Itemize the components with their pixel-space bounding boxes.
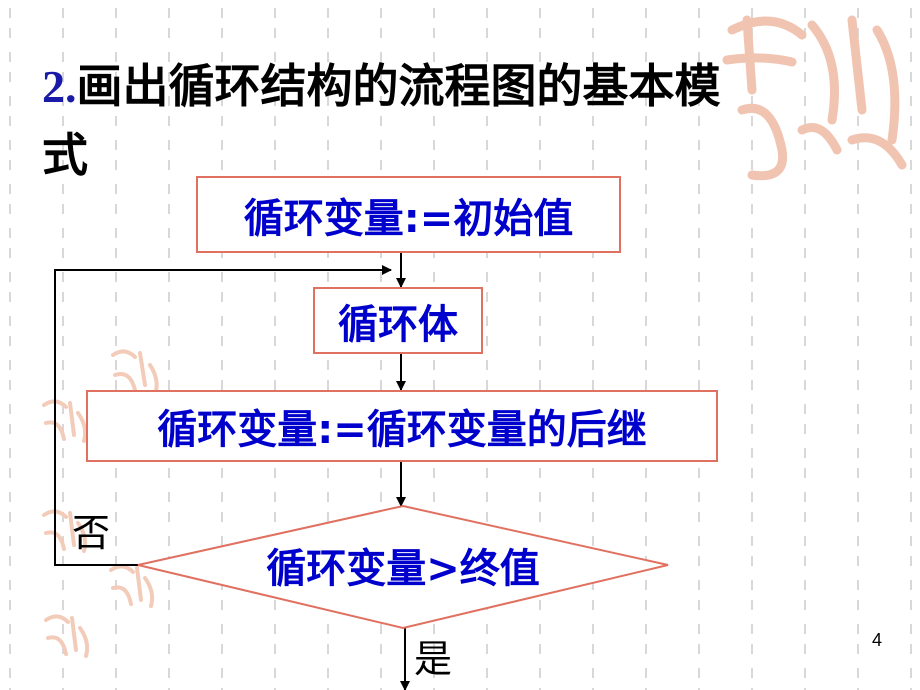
- loop-body-box: 循环体: [313, 287, 483, 354]
- slide-title: 2.画出循环结构的流程图的基本模式: [42, 52, 742, 189]
- no-label: 否: [72, 511, 111, 555]
- seal-logo-small-5: [44, 614, 90, 658]
- condition-text: 循环变量>终值: [266, 546, 540, 592]
- title-text: 画出循环结构的流程图的基本模式: [42, 59, 721, 182]
- seal-logo-large: [722, 15, 907, 181]
- loop-back-line: [54, 265, 392, 566]
- title-number: 2.: [42, 61, 77, 112]
- seal-logo-small-4: [109, 564, 155, 608]
- update-box: 循环变量:=循环变量的后继: [86, 390, 718, 462]
- condition-diamond: [137, 504, 669, 630]
- init-box: 循环变量:=初始值: [196, 176, 621, 253]
- yes-label: 是: [414, 637, 453, 681]
- page-number: 4: [871, 630, 882, 650]
- seal-logo-small-1: [111, 349, 159, 397]
